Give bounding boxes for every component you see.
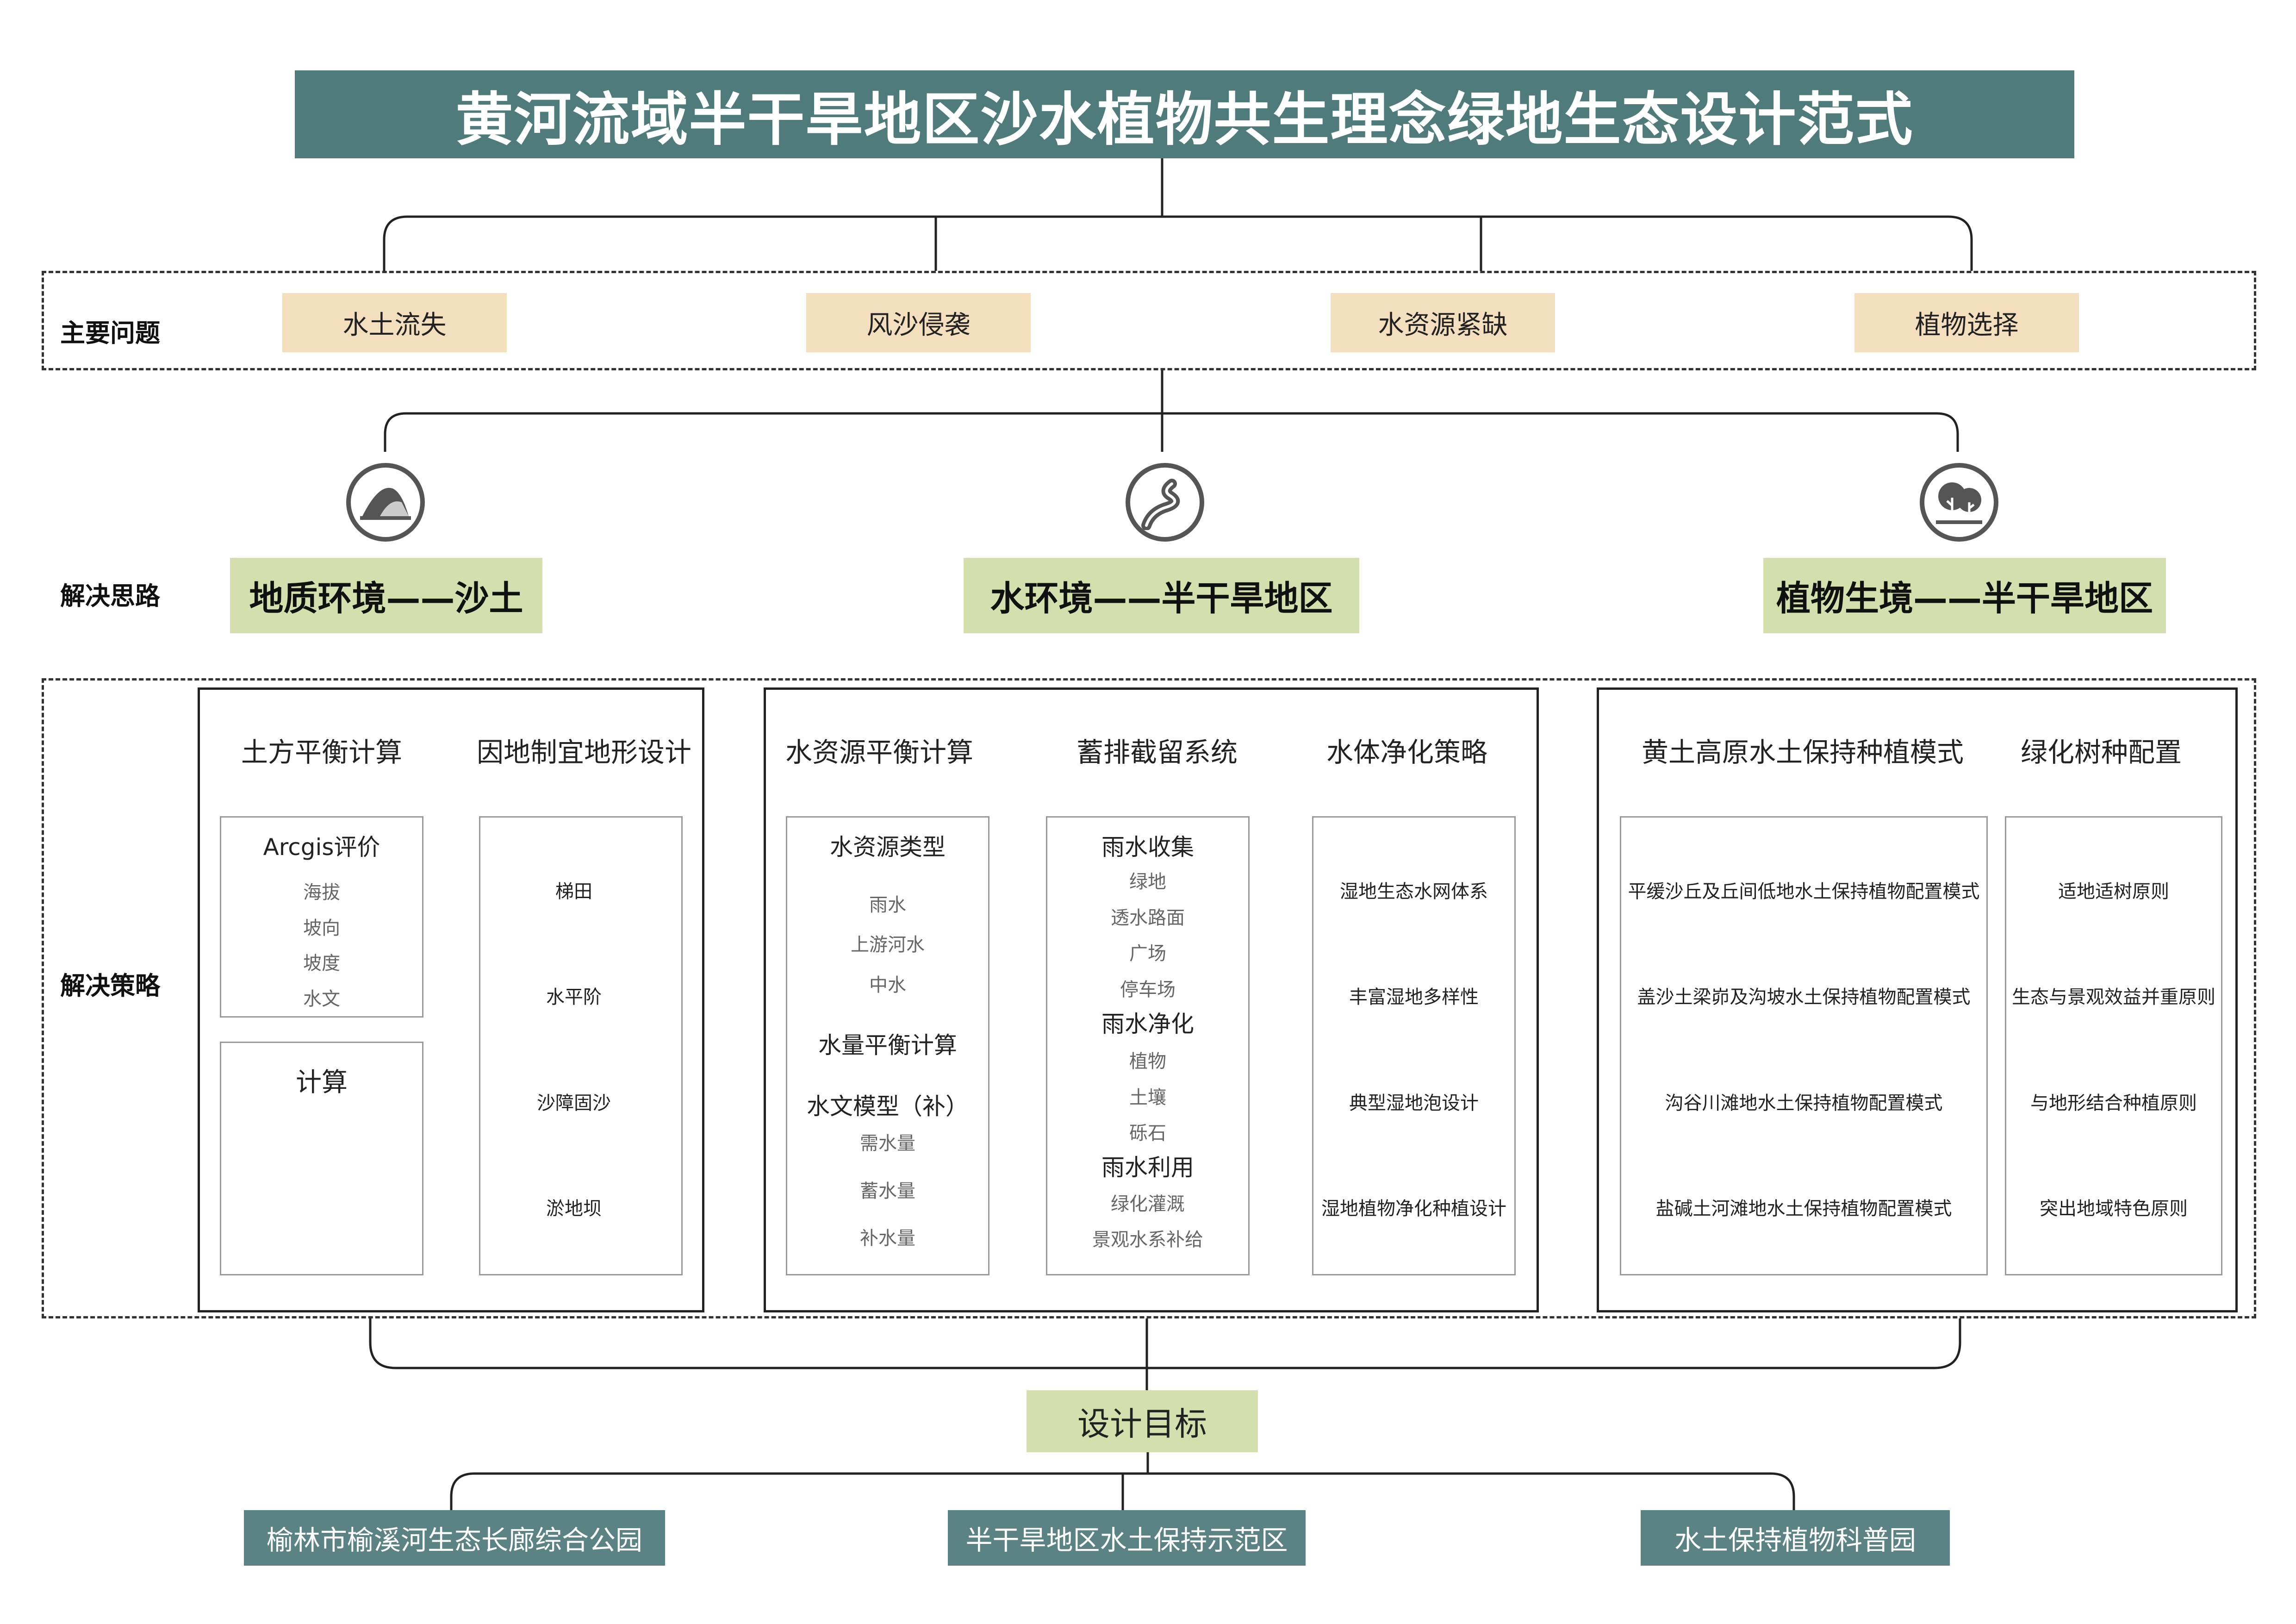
model-item: 需水量 <box>860 1133 915 1154</box>
page-title: 黄河流域半干旱地区沙水植物共生理念绿地生态设计范式 <box>295 70 2074 158</box>
resource-type-title: 水资源类型 <box>830 834 946 861</box>
terrain-item: 沙障固沙 <box>537 1093 611 1114</box>
trees-icon <box>1920 463 1998 542</box>
arcgis-item: 水文 <box>303 988 340 1010</box>
purification-item: 丰富湿地多样性 <box>1349 987 1479 1008</box>
planting-mode-item: 盖沙土梁峁及沟坡水土保持植物配置模式 <box>1637 987 1971 1008</box>
purification-box <box>1312 816 1516 1275</box>
arcgis-item: 海拔 <box>303 882 340 903</box>
strategy-group-water <box>764 687 1539 1312</box>
water-resource-box <box>786 816 989 1275</box>
thinking-geology: 地质环境——沙土 <box>230 558 542 633</box>
arcgis-title: Arcgis评价 <box>263 834 380 861</box>
purify-title: 雨水净化 <box>1101 1011 1194 1037</box>
planting-modes-box <box>1620 816 1988 1275</box>
row-label-thinking: 解决思路 <box>60 581 160 611</box>
model-title: 水文模型（补） <box>807 1093 969 1120</box>
problem-plant-selection: 植物选择 <box>1854 293 2079 352</box>
col-head-terrain: 因地制宜地形设计 <box>477 737 692 768</box>
thinking-water: 水环境——半干旱地区 <box>964 558 1359 633</box>
principle-item: 适地适树原则 <box>2058 881 2169 902</box>
resource-type-item: 上游河水 <box>851 934 925 956</box>
calc-title: 计算 <box>296 1068 348 1098</box>
col-head-planting-modes: 黄土高原水土保持种植模式 <box>1641 737 1964 768</box>
terrain-item: 淤地坝 <box>546 1198 602 1219</box>
col-head-earthwork: 土方平衡计算 <box>241 737 402 768</box>
principles-box <box>2005 816 2222 1275</box>
purify-item: 植物 <box>1129 1051 1166 1072</box>
strategy-group-plants <box>1597 687 2238 1312</box>
storage-box <box>1046 816 1250 1275</box>
mountain-icon <box>346 463 425 542</box>
col-head-water-balance: 水资源平衡计算 <box>785 737 973 768</box>
problem-wind-sand: 风沙侵袭 <box>806 293 1031 352</box>
arcgis-item: 坡向 <box>303 918 340 939</box>
purify-item: 砾石 <box>1129 1123 1166 1144</box>
collect-item: 广场 <box>1129 943 1166 964</box>
arcgis-item: 坡度 <box>303 953 340 974</box>
use-item: 景观水系补给 <box>1092 1229 1203 1250</box>
model-item: 补水量 <box>860 1228 915 1249</box>
strategy-row <box>42 678 2256 1318</box>
terrain-item: 水平阶 <box>546 987 602 1008</box>
use-title: 雨水利用 <box>1101 1154 1194 1181</box>
col-head-purification: 水体净化策略 <box>1326 737 1487 768</box>
collect-item: 绿地 <box>1129 871 1166 893</box>
resource-type-item: 中水 <box>869 974 906 996</box>
design-goal: 设计目标 <box>1027 1390 1258 1452</box>
arcgis-box <box>220 816 423 1018</box>
problems-row <box>42 271 2256 370</box>
problem-water-shortage: 水资源紧缺 <box>1331 293 1555 352</box>
model-item: 蓄水量 <box>860 1181 915 1202</box>
collect-item: 停车场 <box>1120 979 1176 1000</box>
row-label-problems: 主要问题 <box>60 319 160 348</box>
thinking-plants: 植物生境——半干旱地区 <box>1763 558 2166 633</box>
river-icon <box>1126 463 1204 542</box>
purify-item: 土壤 <box>1129 1087 1166 1108</box>
balance-title: 水量平衡计算 <box>818 1032 957 1059</box>
principle-item: 生态与景观效益并重原则 <box>2012 987 2215 1008</box>
principle-item: 与地形结合种植原则 <box>2030 1093 2197 1114</box>
col-head-tree-config: 绿化树种配置 <box>2020 737 2182 768</box>
strategy-group-geology <box>198 687 704 1312</box>
calc-box <box>220 1042 423 1275</box>
target-science-garden: 水土保持植物科普园 <box>1641 1510 1950 1566</box>
collect-item: 透水路面 <box>1111 907 1185 929</box>
planting-mode-item: 盐碱土河滩地水土保持植物配置模式 <box>1655 1198 1952 1219</box>
collect-title: 雨水收集 <box>1101 834 1194 861</box>
purification-item: 典型湿地泡设计 <box>1349 1093 1479 1114</box>
row-label-strategy: 解决策略 <box>60 971 160 1000</box>
purification-item: 湿地生态水网体系 <box>1340 881 1488 902</box>
target-demo-area: 半干旱地区水土保持示范区 <box>948 1510 1306 1566</box>
problem-soil-erosion: 水土流失 <box>282 293 507 352</box>
terrain-item: 梯田 <box>555 881 592 902</box>
purification-item: 湿地植物净化种植设计 <box>1321 1198 1506 1219</box>
target-park: 榆林市榆溪河生态长廊综合公园 <box>244 1510 665 1566</box>
resource-type-item: 雨水 <box>869 894 906 916</box>
col-head-storage: 蓄排截留系统 <box>1076 737 1238 768</box>
planting-mode-item: 平缓沙丘及丘间低地水土保持植物配置模式 <box>1628 881 1980 902</box>
planting-mode-item: 沟谷川滩地水土保持植物配置模式 <box>1665 1093 1943 1114</box>
use-item: 绿化灌溉 <box>1111 1193 1185 1215</box>
terrain-box <box>479 816 683 1275</box>
principle-item: 突出地域特色原则 <box>2040 1198 2188 1219</box>
